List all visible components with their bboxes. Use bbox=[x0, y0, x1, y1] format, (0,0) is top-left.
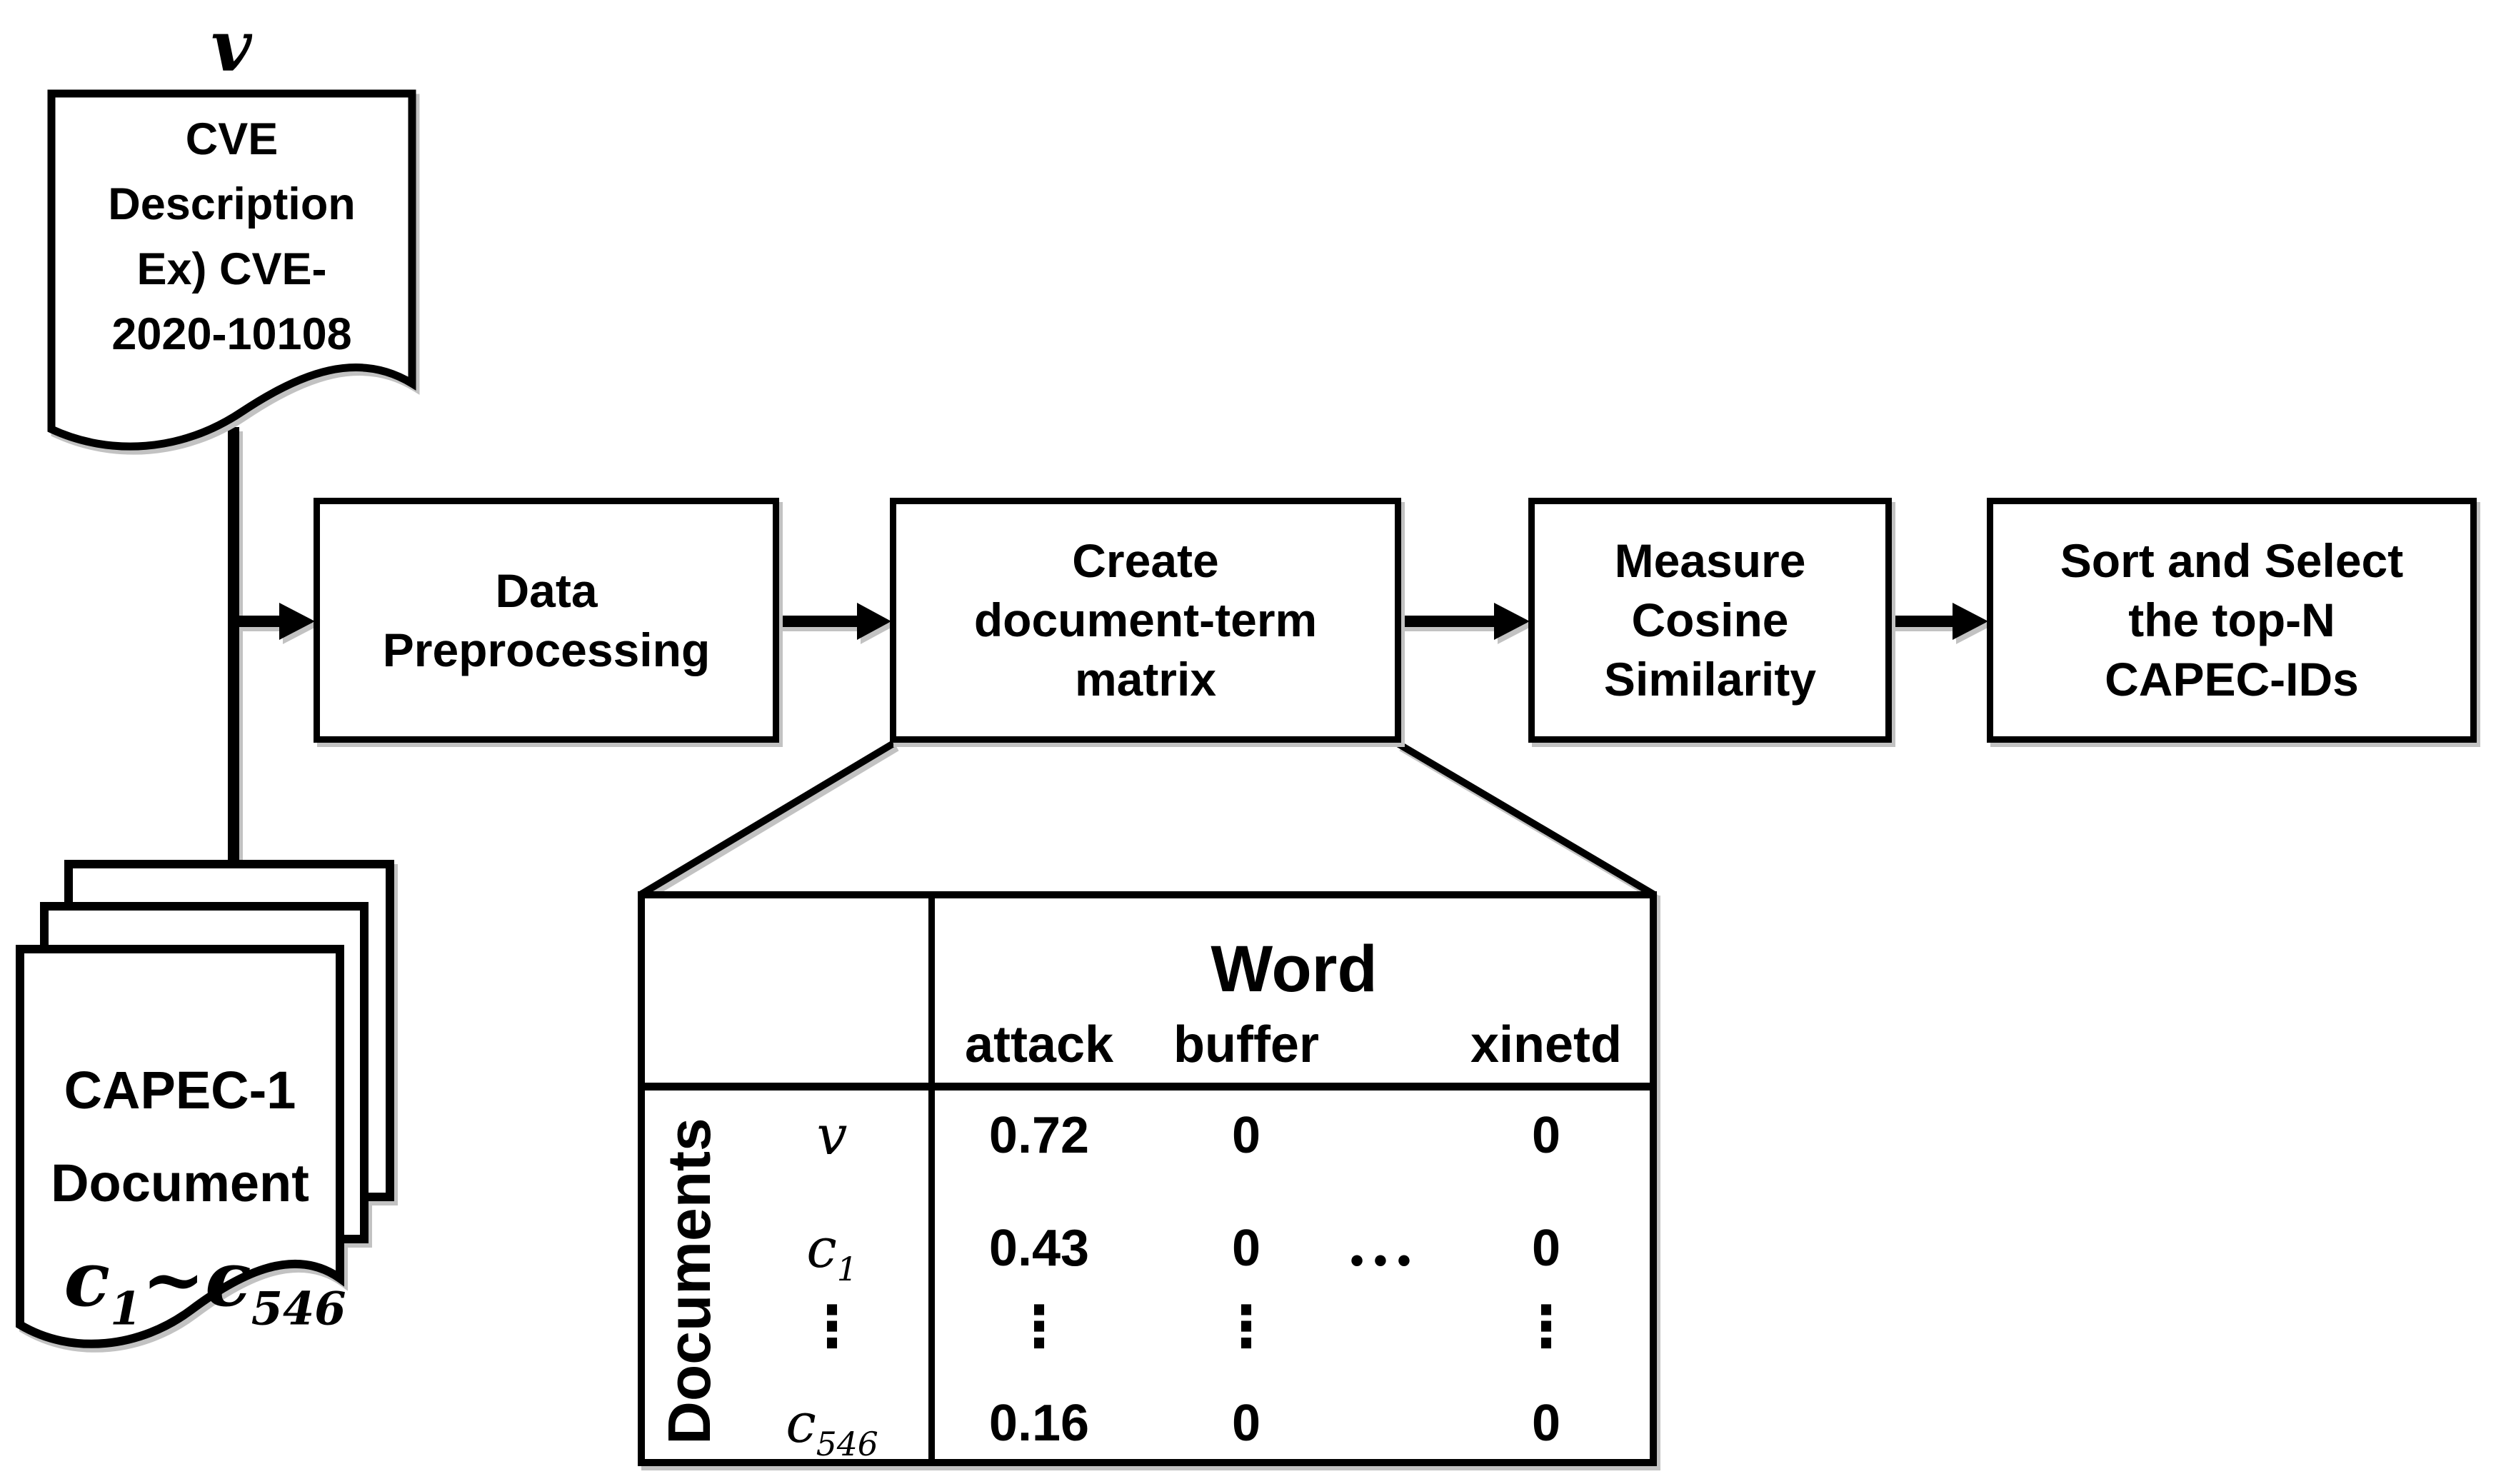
cell-v-xinetd: 0 bbox=[1531, 1107, 1561, 1164]
row-label-sub: 1 bbox=[836, 1250, 858, 1289]
capec-line: CAPEC-1 bbox=[64, 1061, 296, 1120]
column-group-header: Word bbox=[1211, 933, 1378, 1006]
capec-document-label: CAPEC-1 Document bbox=[20, 1044, 340, 1230]
step-line: CAPEC-IDs bbox=[2105, 653, 2359, 706]
cve-line: Description bbox=[108, 179, 356, 229]
capec-line: Document bbox=[51, 1153, 309, 1213]
step-box-measure-cosine-similarity: Measure Cosine Similarity bbox=[1528, 498, 1892, 743]
row-label-base: c bbox=[806, 1216, 837, 1280]
range-base: c bbox=[205, 1234, 251, 1323]
row-label-base: v bbox=[816, 1103, 848, 1167]
row-label-sub: 546 bbox=[816, 1425, 878, 1464]
step-box-create-document-term-matrix: Create document-term matrix bbox=[890, 498, 1401, 743]
range-base: c bbox=[64, 1234, 111, 1323]
callout-left-line bbox=[639, 740, 896, 898]
row-label-v: v bbox=[725, 1096, 939, 1175]
row-label-vertical-ellipsis: ⋮ bbox=[803, 1293, 861, 1360]
column-header-xinetd: xinetd bbox=[1470, 1016, 1623, 1073]
row-group-header: Documents bbox=[656, 1118, 723, 1445]
arrowhead-icon bbox=[857, 603, 891, 640]
cell-v-buffer: 0 bbox=[1231, 1107, 1261, 1164]
callout-right-line bbox=[1395, 740, 1655, 898]
capec-range-label: c1~c546 bbox=[26, 1234, 384, 1341]
cve-line: 2020-10108 bbox=[111, 309, 352, 359]
cve-line: Ex) CVE- bbox=[136, 244, 327, 294]
step-line: Data bbox=[495, 563, 598, 617]
cell-c1-buffer: 0 bbox=[1231, 1220, 1261, 1277]
cell-dots-attack: ⋮ bbox=[1011, 1293, 1068, 1360]
cell-c546-xinetd: 0 bbox=[1531, 1395, 1561, 1452]
cve-document-icon bbox=[47, 89, 416, 451]
step-line: the top-N bbox=[2128, 593, 2335, 646]
step-line: document-term bbox=[973, 593, 1318, 646]
range-sub: 546 bbox=[251, 1281, 346, 1335]
matrix-horizontal-ellipsis: ••• bbox=[1350, 1239, 1421, 1282]
arrowhead-icon bbox=[279, 603, 315, 640]
step-line: matrix bbox=[1074, 653, 1217, 706]
step-line: Sort and Select bbox=[2060, 534, 2404, 587]
column-header-attack: attack bbox=[964, 1016, 1114, 1073]
table-column-divider bbox=[928, 898, 935, 1459]
row-label-c546: c546 bbox=[725, 1384, 939, 1463]
range-tilde: ~ bbox=[141, 1234, 206, 1323]
step-box-data-preprocessing: Data Preprocessing bbox=[314, 498, 779, 743]
cell-c1-xinetd: 0 bbox=[1531, 1220, 1561, 1277]
cell-c546-buffer: 0 bbox=[1231, 1395, 1261, 1452]
step-box-sort-select-topn: Sort and Select the top-N CAPEC-IDs bbox=[1987, 498, 2477, 743]
cve-document-label: CVE Description Ex) CVE- 2020-10108 bbox=[47, 107, 416, 367]
cell-c546-attack: 0.16 bbox=[988, 1395, 1090, 1452]
row-label-c1: c1 bbox=[725, 1209, 939, 1288]
column-header-buffer: buffer bbox=[1173, 1016, 1319, 1073]
cell-c1-attack: 0.43 bbox=[988, 1220, 1090, 1277]
step-line: Similarity bbox=[1603, 653, 1817, 706]
step-line: Measure bbox=[1614, 534, 1806, 587]
arrowhead-icon bbox=[1494, 603, 1530, 640]
cell-dots-xinetd: ⋮ bbox=[1518, 1293, 1575, 1360]
step-line: Create bbox=[1072, 534, 1219, 587]
table-header-separator bbox=[645, 1083, 1650, 1091]
capec-document-stack-icon bbox=[16, 860, 394, 1348]
row-label-base: c bbox=[786, 1391, 816, 1455]
cve-vector-symbol: v bbox=[211, 6, 252, 88]
arrowhead-icon bbox=[1953, 603, 1988, 640]
cell-dots-buffer: ⋮ bbox=[1218, 1293, 1275, 1360]
document-term-matrix-table: Word attack buffer xinetd Documents v 0.… bbox=[638, 891, 1657, 1466]
step-line: Cosine bbox=[1631, 593, 1789, 646]
cell-v-attack: 0.72 bbox=[988, 1107, 1090, 1164]
step-line: Preprocessing bbox=[382, 623, 711, 676]
cve-line: CVE bbox=[185, 114, 279, 164]
range-sub: 1 bbox=[110, 1281, 142, 1335]
